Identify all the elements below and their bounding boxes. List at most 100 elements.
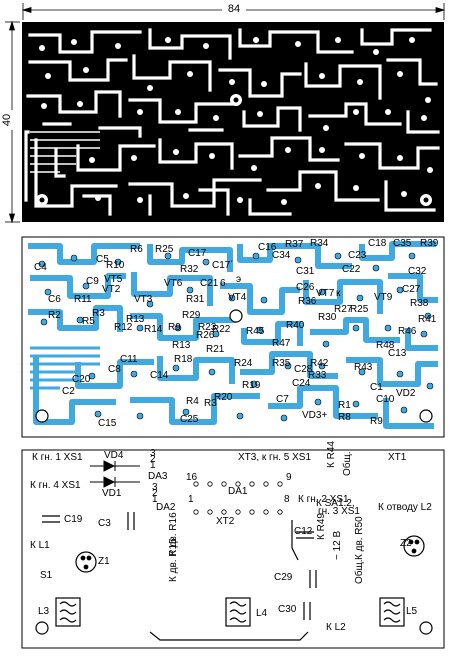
copper-label-11: R10 [106, 260, 125, 271]
copper-label-48: R26 [196, 330, 215, 341]
copper-label-83: R8 [338, 412, 351, 423]
copper-label-42: R30 [318, 312, 337, 323]
component-label-32: К дв. R15 [168, 538, 179, 582]
copper-label-13: C17´ [212, 259, 234, 271]
component-label-42: C30 [278, 604, 297, 615]
copper-label-39: R29 [182, 310, 201, 321]
coil-l5 [379, 597, 405, 627]
component-label-1: VD4 [104, 450, 124, 461]
copper-label-72: C1 [370, 382, 383, 393]
component-label-40: L3 [38, 606, 50, 617]
copper-label-80: C25 [180, 414, 199, 425]
copper-label-32: R31 [186, 294, 205, 305]
component-label-15: C19 [64, 514, 83, 525]
copper-label-6: C18 [368, 238, 387, 249]
component-label-19: DA2 [156, 502, 176, 513]
copper-label-4: R37 [285, 239, 304, 250]
copper-label-45: R12 [114, 322, 133, 333]
copper-label-79: C15 [98, 418, 117, 429]
copper-label-51: R46 [398, 326, 417, 337]
component-label-18: 1 [152, 494, 158, 505]
component-label-23: К SA1.2, [316, 498, 355, 509]
component-label-33: К R49 [316, 513, 327, 540]
copper-label-1: R25 [155, 244, 174, 255]
copper-label-12: R32 [180, 264, 199, 275]
component-label-7: К гн. 4 XS1 [30, 480, 81, 491]
copper-label-36: R5 [82, 316, 95, 327]
copper-label-21: VT5 [104, 274, 123, 285]
copper-label-43: R27 [334, 304, 353, 315]
copper-label-59: R24 [234, 358, 253, 369]
component-label-14: Общ. [341, 451, 353, 476]
copper-label-41: R22 [212, 324, 231, 335]
copper-label-24: C26 [296, 282, 315, 293]
component-label-9: DA3 [148, 471, 168, 482]
component-label-22: К гн. 2 XS1 [298, 494, 349, 505]
capacitor-c3 [127, 512, 135, 530]
copper-label-25: R36 [298, 296, 317, 307]
copper-label-2: C17 [188, 248, 207, 259]
copper-label-56: R47 [272, 338, 291, 349]
component-label-34: − 12 В [332, 530, 343, 560]
copper-label-0: R6 [130, 244, 143, 255]
copper-label-55: R21 [206, 344, 225, 355]
component-label-35: К дв. R50 [354, 516, 365, 560]
component-label-29: Z2 [400, 538, 412, 549]
copper-label-15: C31 [296, 266, 315, 277]
copper-label-73: C10 [376, 394, 395, 405]
copper-label-50: R40 [286, 320, 305, 331]
copper-label-9: C4 [34, 262, 47, 273]
component-label-12: DA1 [228, 486, 248, 497]
track-layout-panel [22, 22, 444, 222]
copper-label-74: VD2 [396, 388, 416, 399]
component-label-5: XT3, к гн. 5 XS1 [238, 452, 311, 463]
component-label-36: Общ. [353, 559, 365, 584]
copper-label-68: R43 [354, 362, 373, 373]
copper-label-31: VT3 [134, 294, 153, 305]
copper-label-30: R11 [74, 294, 92, 305]
component-label-11: 9 [286, 472, 292, 483]
copper-label-86: э [236, 274, 241, 285]
capacitor-c12 [296, 531, 314, 539]
component-label-17: 2 [152, 488, 158, 499]
copper-label-49: R45 [246, 326, 265, 337]
wire-jumpers [149, 520, 309, 641]
copper-label-78: R1 [338, 400, 351, 411]
crystal-z1 [75, 551, 97, 573]
copper-label-67: R33 [308, 370, 327, 381]
copper-label-57: R48 [376, 340, 395, 351]
component-label-28: C12 [294, 526, 313, 537]
copper-label-62: C13 [388, 348, 407, 359]
copper-label-44: R25 [350, 304, 369, 315]
copper-label-64: C14 [150, 370, 169, 381]
component-label-20: 1 [188, 494, 194, 505]
copper-label-19: C9 [86, 276, 99, 287]
diode-vd4 [90, 460, 140, 472]
copper-label-65: R19 [242, 380, 261, 391]
component-label-37: Z1 [98, 556, 110, 567]
component-label-31: К дв. R16 [168, 512, 179, 556]
copper-label-63: C8 [108, 364, 121, 375]
component-label-10: 16 [186, 472, 198, 483]
diode-vd1 [90, 476, 140, 488]
copper-label-82: VD3+ [302, 410, 327, 421]
height-label: 40 [1, 114, 13, 126]
copper-label-34: R38 [410, 298, 429, 309]
copper-label-20: VT2 [102, 284, 121, 295]
component-label-3: 2 [150, 454, 156, 465]
component-label-30: К L1 [30, 540, 50, 551]
component-label-4: 1 [150, 460, 156, 471]
copper-label-52: R41 [418, 314, 437, 325]
copper-label-33: VT4 [228, 292, 247, 303]
coil-l3 [55, 597, 81, 627]
copper-label-46: R14 [144, 324, 163, 335]
copper-label-37: R3 [92, 308, 105, 319]
copper-label-69: C20 [72, 374, 91, 385]
copper-label-26: VT7 [316, 288, 335, 299]
component-label-6: XT1 [388, 452, 407, 463]
component-label-27: XT2 [216, 516, 235, 527]
